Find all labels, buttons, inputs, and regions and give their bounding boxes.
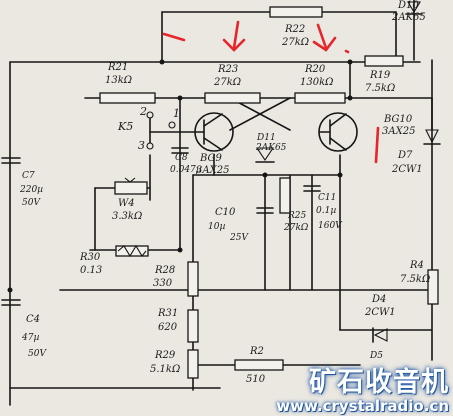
label-r2-ref: R2 <box>249 346 264 357</box>
label-r20-ref: R20 <box>304 64 326 75</box>
d11-diode <box>255 147 275 163</box>
label-d7-ref: D7 <box>397 150 413 161</box>
bg10-transistor <box>318 112 358 152</box>
r30-body <box>115 245 149 257</box>
r21-body <box>99 92 156 104</box>
label-r25-ref: R25 <box>287 211 307 221</box>
red-arrow-left <box>222 20 246 52</box>
label-r4-ref: R4 <box>409 260 424 271</box>
label-d11-value: 2AK65 <box>255 143 287 153</box>
label-r4-value: 7.5kΩ <box>400 274 430 285</box>
c7-symbol <box>1 157 21 164</box>
r31-body <box>187 309 199 343</box>
r23-body <box>204 92 261 104</box>
r22-body <box>269 6 323 18</box>
label-r28-ref: R28 <box>154 265 175 276</box>
red-annotations <box>162 20 380 164</box>
w4-body <box>114 181 148 195</box>
label-c11-voltage: 160V <box>318 221 343 231</box>
red-arrow-right <box>312 23 337 52</box>
c8-symbol <box>171 147 189 154</box>
label-d11-ref: D11 <box>256 133 276 143</box>
k5-pin-1: 1 <box>173 107 180 120</box>
label-c7-ref: C7 <box>22 171 35 181</box>
d4-diode <box>372 327 388 343</box>
label-bg9-ref: BG9 <box>199 153 223 164</box>
label-r19-value: 7.5kΩ <box>365 83 395 94</box>
red-dot-mark <box>344 49 350 54</box>
label-c11-value: 0.1µ <box>316 206 336 216</box>
label-c10-voltage: 25V <box>229 233 249 243</box>
label-c10-value: 10µ <box>208 222 225 232</box>
watermark-title: 矿石收音机 <box>309 367 449 398</box>
c11-symbol <box>303 185 321 192</box>
label-r23-ref: R23 <box>217 64 238 75</box>
label-bg10-value: 3AX25 <box>382 126 415 137</box>
k5-pin-2: 2 <box>139 105 147 118</box>
label-w4-ref: W4 <box>118 198 135 209</box>
label-r25-value: 27kΩ <box>283 223 309 233</box>
label-d4-ref: D4 <box>371 294 386 305</box>
r2-body <box>234 359 284 371</box>
label-c7-voltage: 50V <box>22 198 41 208</box>
c4-symbol <box>1 299 21 306</box>
label-r21-value: 13kΩ <box>105 75 132 86</box>
label-r22-ref: R22 <box>284 24 305 35</box>
capacitors <box>1 147 321 306</box>
component-labels: D10 2AK65 R22 27kΩ R21 13kΩ R23 27kΩ R20… <box>19 0 430 385</box>
label-r19-ref: R19 <box>369 70 391 81</box>
label-r29-value: 5.1kΩ <box>150 364 180 375</box>
d7-diode <box>423 129 441 145</box>
label-r21-ref: R21 <box>107 62 128 73</box>
label-r28-value: 330 <box>153 278 173 289</box>
label-r2-value: 510 <box>246 374 266 385</box>
label-c4-value: 47µ <box>21 333 39 343</box>
label-d10-value: 2AK65 <box>391 12 426 23</box>
label-r23-value: 27kΩ <box>213 77 241 88</box>
r29-body <box>187 349 199 379</box>
r20-body <box>294 92 346 104</box>
site-watermark: 矿石收音机 www.crystalradio.cn <box>276 367 449 415</box>
r19-body <box>364 55 404 67</box>
label-c10-ref: C10 <box>215 207 236 218</box>
r4-body <box>427 269 439 305</box>
label-w4-value: 3.3kΩ <box>112 211 142 222</box>
red-vertical-mark <box>374 126 380 164</box>
bg9-transistor <box>194 112 234 152</box>
label-c7-value: 220µ <box>19 185 43 195</box>
label-r22-value: 27kΩ <box>281 37 309 48</box>
label-d7-value: 2CW1 <box>391 164 423 175</box>
label-bg10-ref: BG10 <box>383 114 413 125</box>
r25-body <box>279 177 291 214</box>
label-r20-value: 130kΩ <box>300 77 333 88</box>
label-d10-ref: D10 <box>397 0 419 11</box>
label-r30-ref: R30 <box>79 252 101 263</box>
watermark-url: www.crystalradio.cn <box>276 397 449 415</box>
resistors <box>99 6 439 379</box>
red-dash-mark <box>162 32 186 42</box>
label-c11-ref: C11 <box>318 193 336 203</box>
k5-pin-3: 3 <box>138 139 145 152</box>
label-d5-ref: D5 <box>369 351 383 361</box>
label-c4-voltage: 50V <box>28 349 47 359</box>
r28-body <box>187 261 199 297</box>
d10-diode <box>405 1 423 15</box>
label-c4-ref: C4 <box>26 314 40 325</box>
label-c8-value: 0.047µ <box>170 165 202 175</box>
label-k5-ref: K5 <box>117 120 133 133</box>
label-bg9-value: 3AX25 <box>196 165 229 176</box>
k5-switch: 2 1 3 <box>138 105 180 152</box>
label-d4-value: 2CW1 <box>364 307 396 318</box>
label-r29-ref: R29 <box>154 350 176 361</box>
diodes <box>255 1 441 343</box>
label-r30-value: 0.13 <box>80 265 102 276</box>
label-c8-ref: C8 <box>175 153 188 163</box>
label-r31-ref: R31 <box>157 308 178 319</box>
c10-symbol <box>256 207 274 214</box>
label-r31-value: 620 <box>158 322 178 333</box>
transistors <box>194 112 358 152</box>
